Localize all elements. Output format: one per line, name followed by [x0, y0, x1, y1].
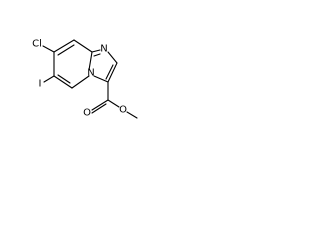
- chlorine-label: Cl: [32, 39, 42, 50]
- bond: [53, 75, 73, 89]
- bonds: [42, 39, 138, 119]
- bond: [107, 62, 118, 83]
- bond: [88, 51, 93, 71]
- ester-oxygen-label: O: [119, 105, 127, 116]
- bond: [107, 99, 120, 108]
- bond: [126, 111, 138, 119]
- bridgehead-nitrogen-label: N: [87, 68, 94, 79]
- iodine-label: I: [39, 79, 42, 90]
- structure-canvas: Cl I N N O O: [0, 0, 152, 152]
- carbonyl-oxygen-label: O: [83, 108, 91, 119]
- bond: [105, 64, 114, 80]
- bond: [91, 103, 107, 114]
- bond: [53, 39, 75, 53]
- ring-nitrogen-label: N: [100, 44, 107, 55]
- bond: [57, 74, 71, 84]
- bond: [42, 45, 55, 53]
- bond: [71, 75, 90, 89]
- bond: [91, 99, 109, 111]
- bond: [93, 75, 109, 83]
- molecule-structure: Cl I N N O O: [32, 39, 138, 119]
- bond: [93, 53, 101, 57]
- bond: [107, 51, 118, 64]
- bond: [57, 44, 75, 56]
- bond: [91, 49, 101, 53]
- bond: [43, 75, 55, 83]
- atom-labels: Cl I N N O O: [32, 39, 127, 119]
- bond: [73, 39, 93, 53]
